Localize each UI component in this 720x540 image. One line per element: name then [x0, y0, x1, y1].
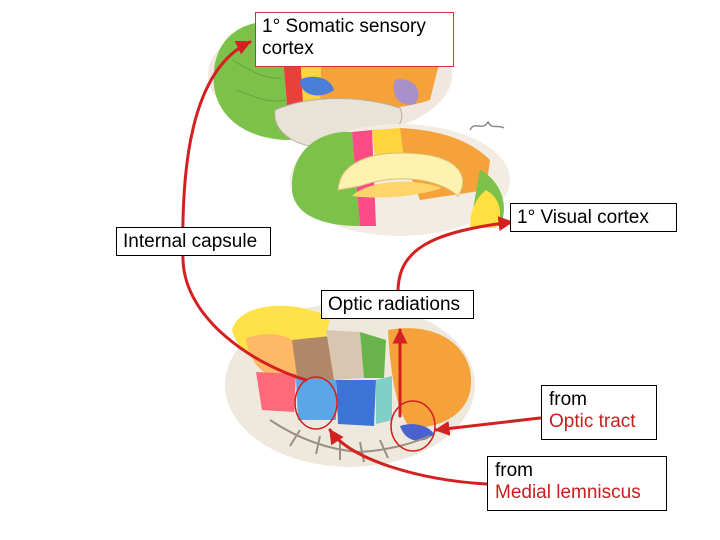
- label-somatic-sensory-cortex: 1° Somatic sensory cortex: [255, 12, 454, 67]
- label-visual-cortex: 1° Visual cortex: [510, 203, 677, 232]
- label-optic-radiations: Optic radiations: [321, 290, 474, 319]
- optic-tract-name-text: Optic tract: [549, 411, 636, 432]
- label-medial-lemniscus: from Medial lemniscus: [487, 456, 667, 511]
- internal-capsule-label-text: Internal capsule: [123, 231, 258, 252]
- arrow-optic-tract-to-lgn: [434, 416, 542, 436]
- arrow-vpl-to-somatic-cortex: [181, 40, 308, 382]
- artist-signature-mark: [469, 120, 505, 131]
- medial-lemniscus-name-text: Medial lemniscus: [495, 482, 641, 503]
- optic-tract-from-text: from: [549, 389, 587, 410]
- arrow-optic-radiations-to-visual-cortex: [396, 216, 514, 294]
- thalamus-illustration: [225, 303, 475, 467]
- vpl-nucleus-circle: [294, 376, 338, 430]
- arrow-medial-lemniscus-to-vpl: [328, 428, 488, 486]
- optic-radiations-label-text: Optic radiations: [328, 294, 461, 315]
- somatic-label-text: 1° Somatic sensory cortex: [262, 16, 426, 59]
- label-internal-capsule: Internal capsule: [116, 227, 271, 256]
- visual-label-text: 1° Visual cortex: [517, 207, 649, 228]
- label-optic-tract: from Optic tract: [541, 385, 657, 440]
- medial-lemniscus-from-text: from: [495, 460, 533, 481]
- medial-brain-illustration: [290, 124, 510, 236]
